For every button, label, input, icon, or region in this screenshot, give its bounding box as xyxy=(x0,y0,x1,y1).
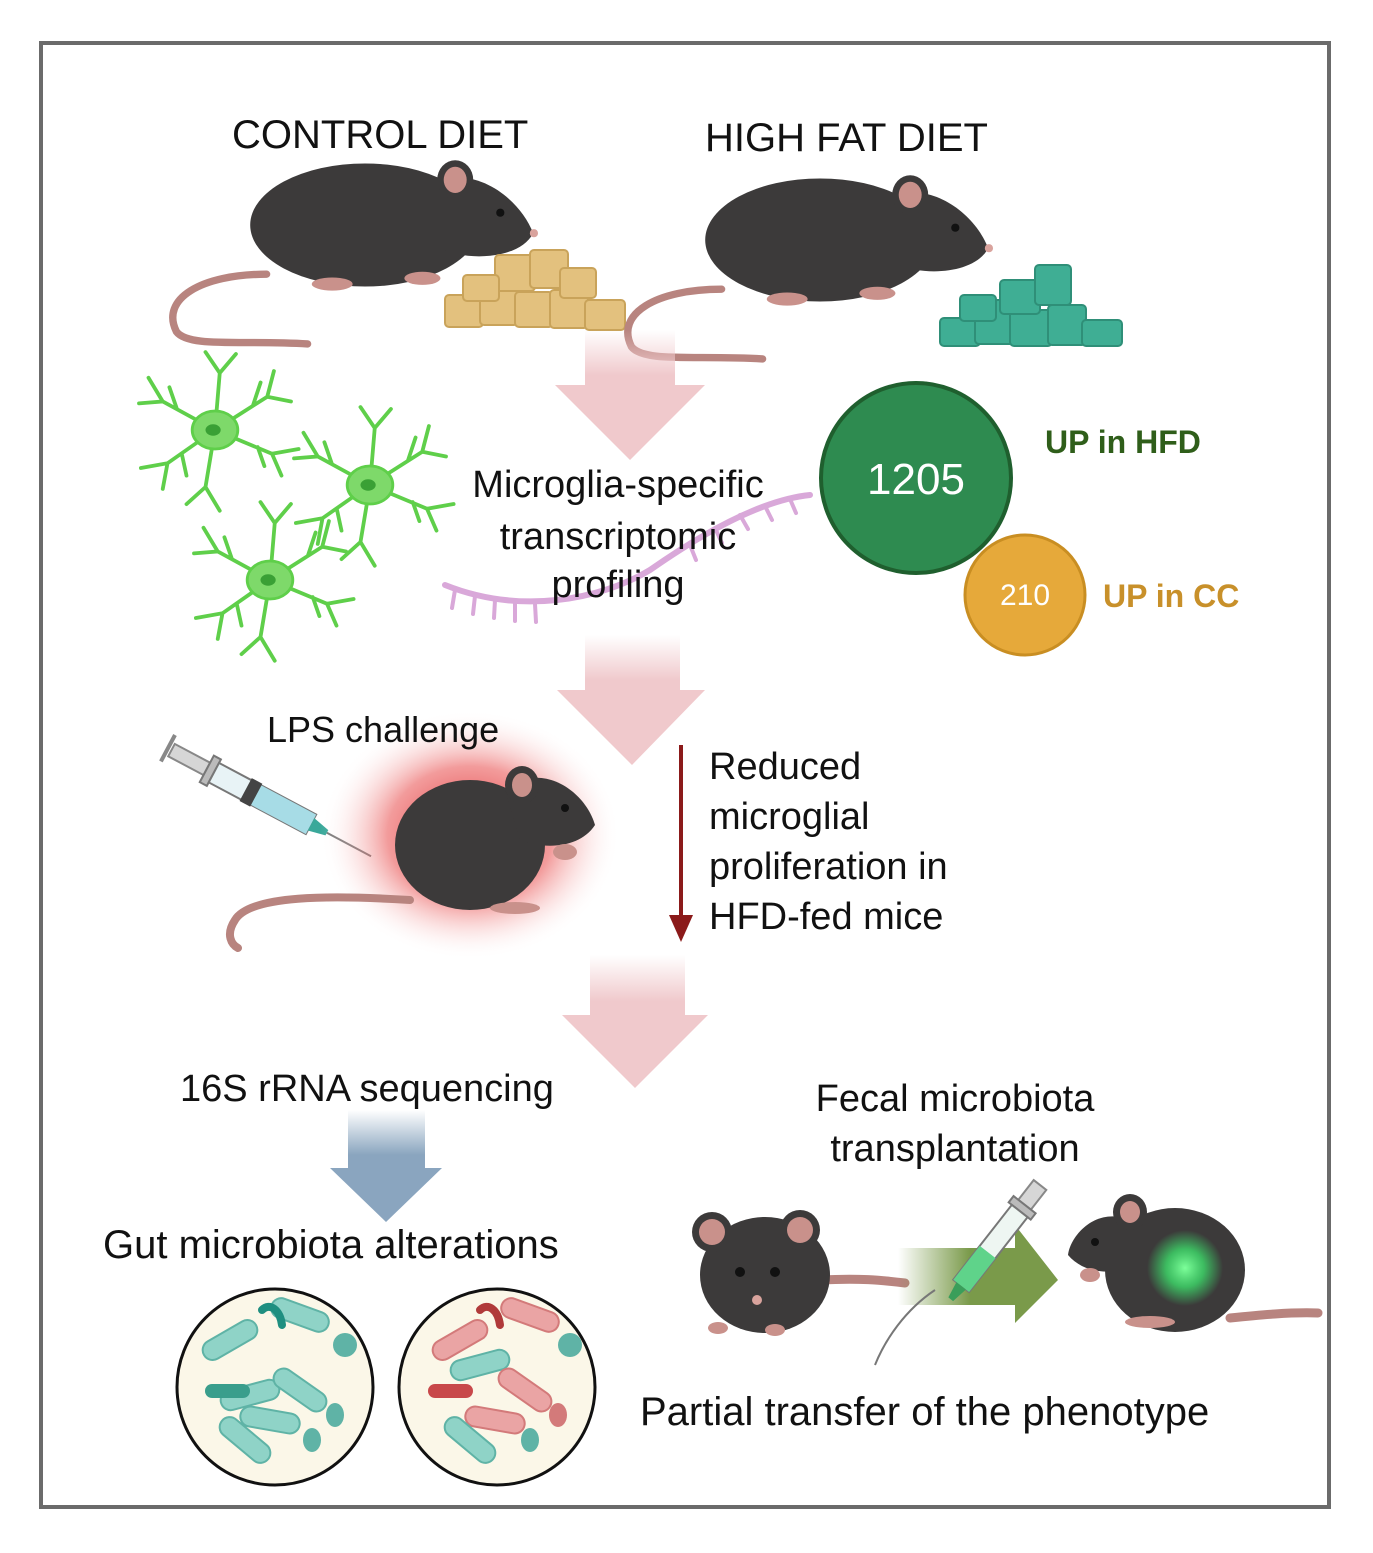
reduced-line3: proliferation in xyxy=(709,846,948,888)
cc-deg-circle xyxy=(963,533,1087,657)
microbiota-hfd-circle xyxy=(397,1287,597,1487)
rna-strand xyxy=(442,492,813,624)
fmt-syringe-icon xyxy=(948,1178,1048,1302)
control-chow-pellets xyxy=(444,249,626,331)
flow-arrow-2 xyxy=(557,635,705,765)
syringe-icon xyxy=(159,734,372,858)
sequencing-label: 16S rRNA sequencing xyxy=(180,1068,554,1110)
recipient-mouse xyxy=(1068,1194,1323,1332)
flow-arrow-3 xyxy=(562,955,708,1088)
high-fat-pellets xyxy=(939,264,1123,347)
reduced-line1: Reduced xyxy=(709,746,862,788)
microglia-cells xyxy=(137,350,456,663)
hfd-deg-label: UP in HFD xyxy=(1045,424,1201,460)
fmt-tube xyxy=(874,1289,936,1366)
figure-border xyxy=(39,41,1331,1509)
reduced-line4: HFD-fed mice xyxy=(709,896,944,938)
fmt-label-line2: transplantation xyxy=(830,1128,1080,1170)
cc-deg-count: 210 xyxy=(999,579,1051,612)
hfd-deg-circle xyxy=(819,381,1013,575)
flow-arrow-1 xyxy=(555,330,705,460)
profiling-label-line3: profiling xyxy=(551,564,685,606)
reduced-proliferation-arrow xyxy=(669,745,693,942)
profiling-label-line1: Microglia-specific xyxy=(472,464,764,506)
fmt-label-line1: Fecal microbiota xyxy=(815,1078,1095,1120)
hfd-deg-count: 1205 xyxy=(867,455,965,504)
high-fat-diet-mouse xyxy=(628,175,993,359)
lps-challenge-label: LPS challenge xyxy=(267,709,500,750)
reduced-line2: microglial xyxy=(709,796,870,838)
control-diet-label: CONTROL DIET xyxy=(232,113,529,157)
cc-deg-label: UP in CC xyxy=(1103,578,1240,614)
high-fat-diet-label: HIGH FAT DIET xyxy=(705,116,988,160)
lps-mouse xyxy=(225,710,620,960)
partial-transfer-label: Partial transfer of the phenotype xyxy=(640,1390,1210,1434)
gut-alterations-label: Gut microbiota alterations xyxy=(103,1223,559,1267)
donor-mouse xyxy=(692,1210,910,1336)
profiling-label-line2: transcriptomic xyxy=(499,516,737,558)
microbiota-control-circle xyxy=(175,1287,375,1487)
blue-arrow xyxy=(330,1110,442,1222)
